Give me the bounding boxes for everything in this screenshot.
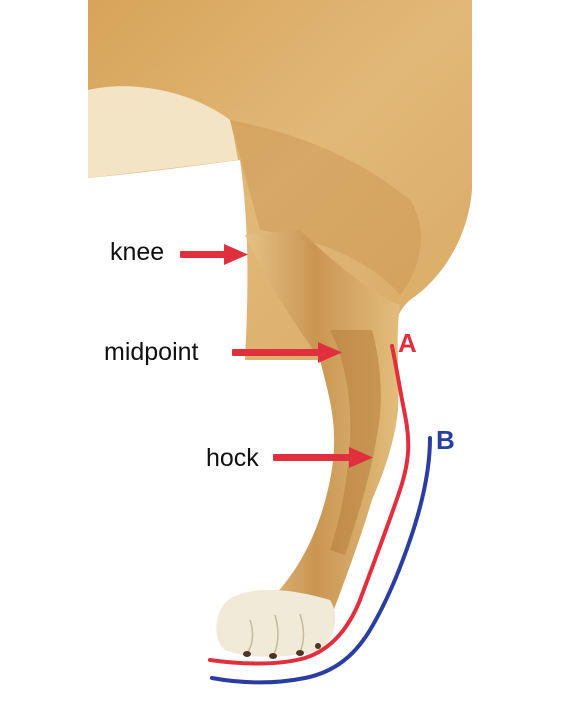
belly-light-fur <box>88 86 238 178</box>
arrow-head <box>224 244 248 265</box>
curve-a-letter: A <box>398 328 417 358</box>
curve-b <box>210 436 432 685</box>
knee-label: knee <box>110 238 165 266</box>
thigh-shading <box>230 120 421 295</box>
claw <box>315 643 321 649</box>
dog-body-fur <box>88 0 472 360</box>
claws <box>243 643 321 659</box>
claw <box>296 650 304 656</box>
arrow-shaft <box>180 251 226 258</box>
midpoint-label: midpoint <box>104 338 199 366</box>
lower-leg-fur <box>245 230 400 620</box>
arrow-hock <box>273 447 373 468</box>
curve-a <box>208 344 411 666</box>
arrow-head <box>349 447 373 468</box>
curve-b-letter: B <box>436 425 455 455</box>
arrow-knee <box>180 244 248 265</box>
paw <box>216 589 336 657</box>
arrow-shaft <box>273 454 351 461</box>
claw <box>243 651 251 657</box>
paw-toe-lines <box>247 613 305 655</box>
arrow-midpoint <box>232 342 342 363</box>
hock-label: hock <box>206 444 259 472</box>
hock-shading <box>330 330 381 555</box>
claw <box>269 653 277 659</box>
arrow-shaft <box>232 349 320 356</box>
arrow-head <box>318 342 342 363</box>
